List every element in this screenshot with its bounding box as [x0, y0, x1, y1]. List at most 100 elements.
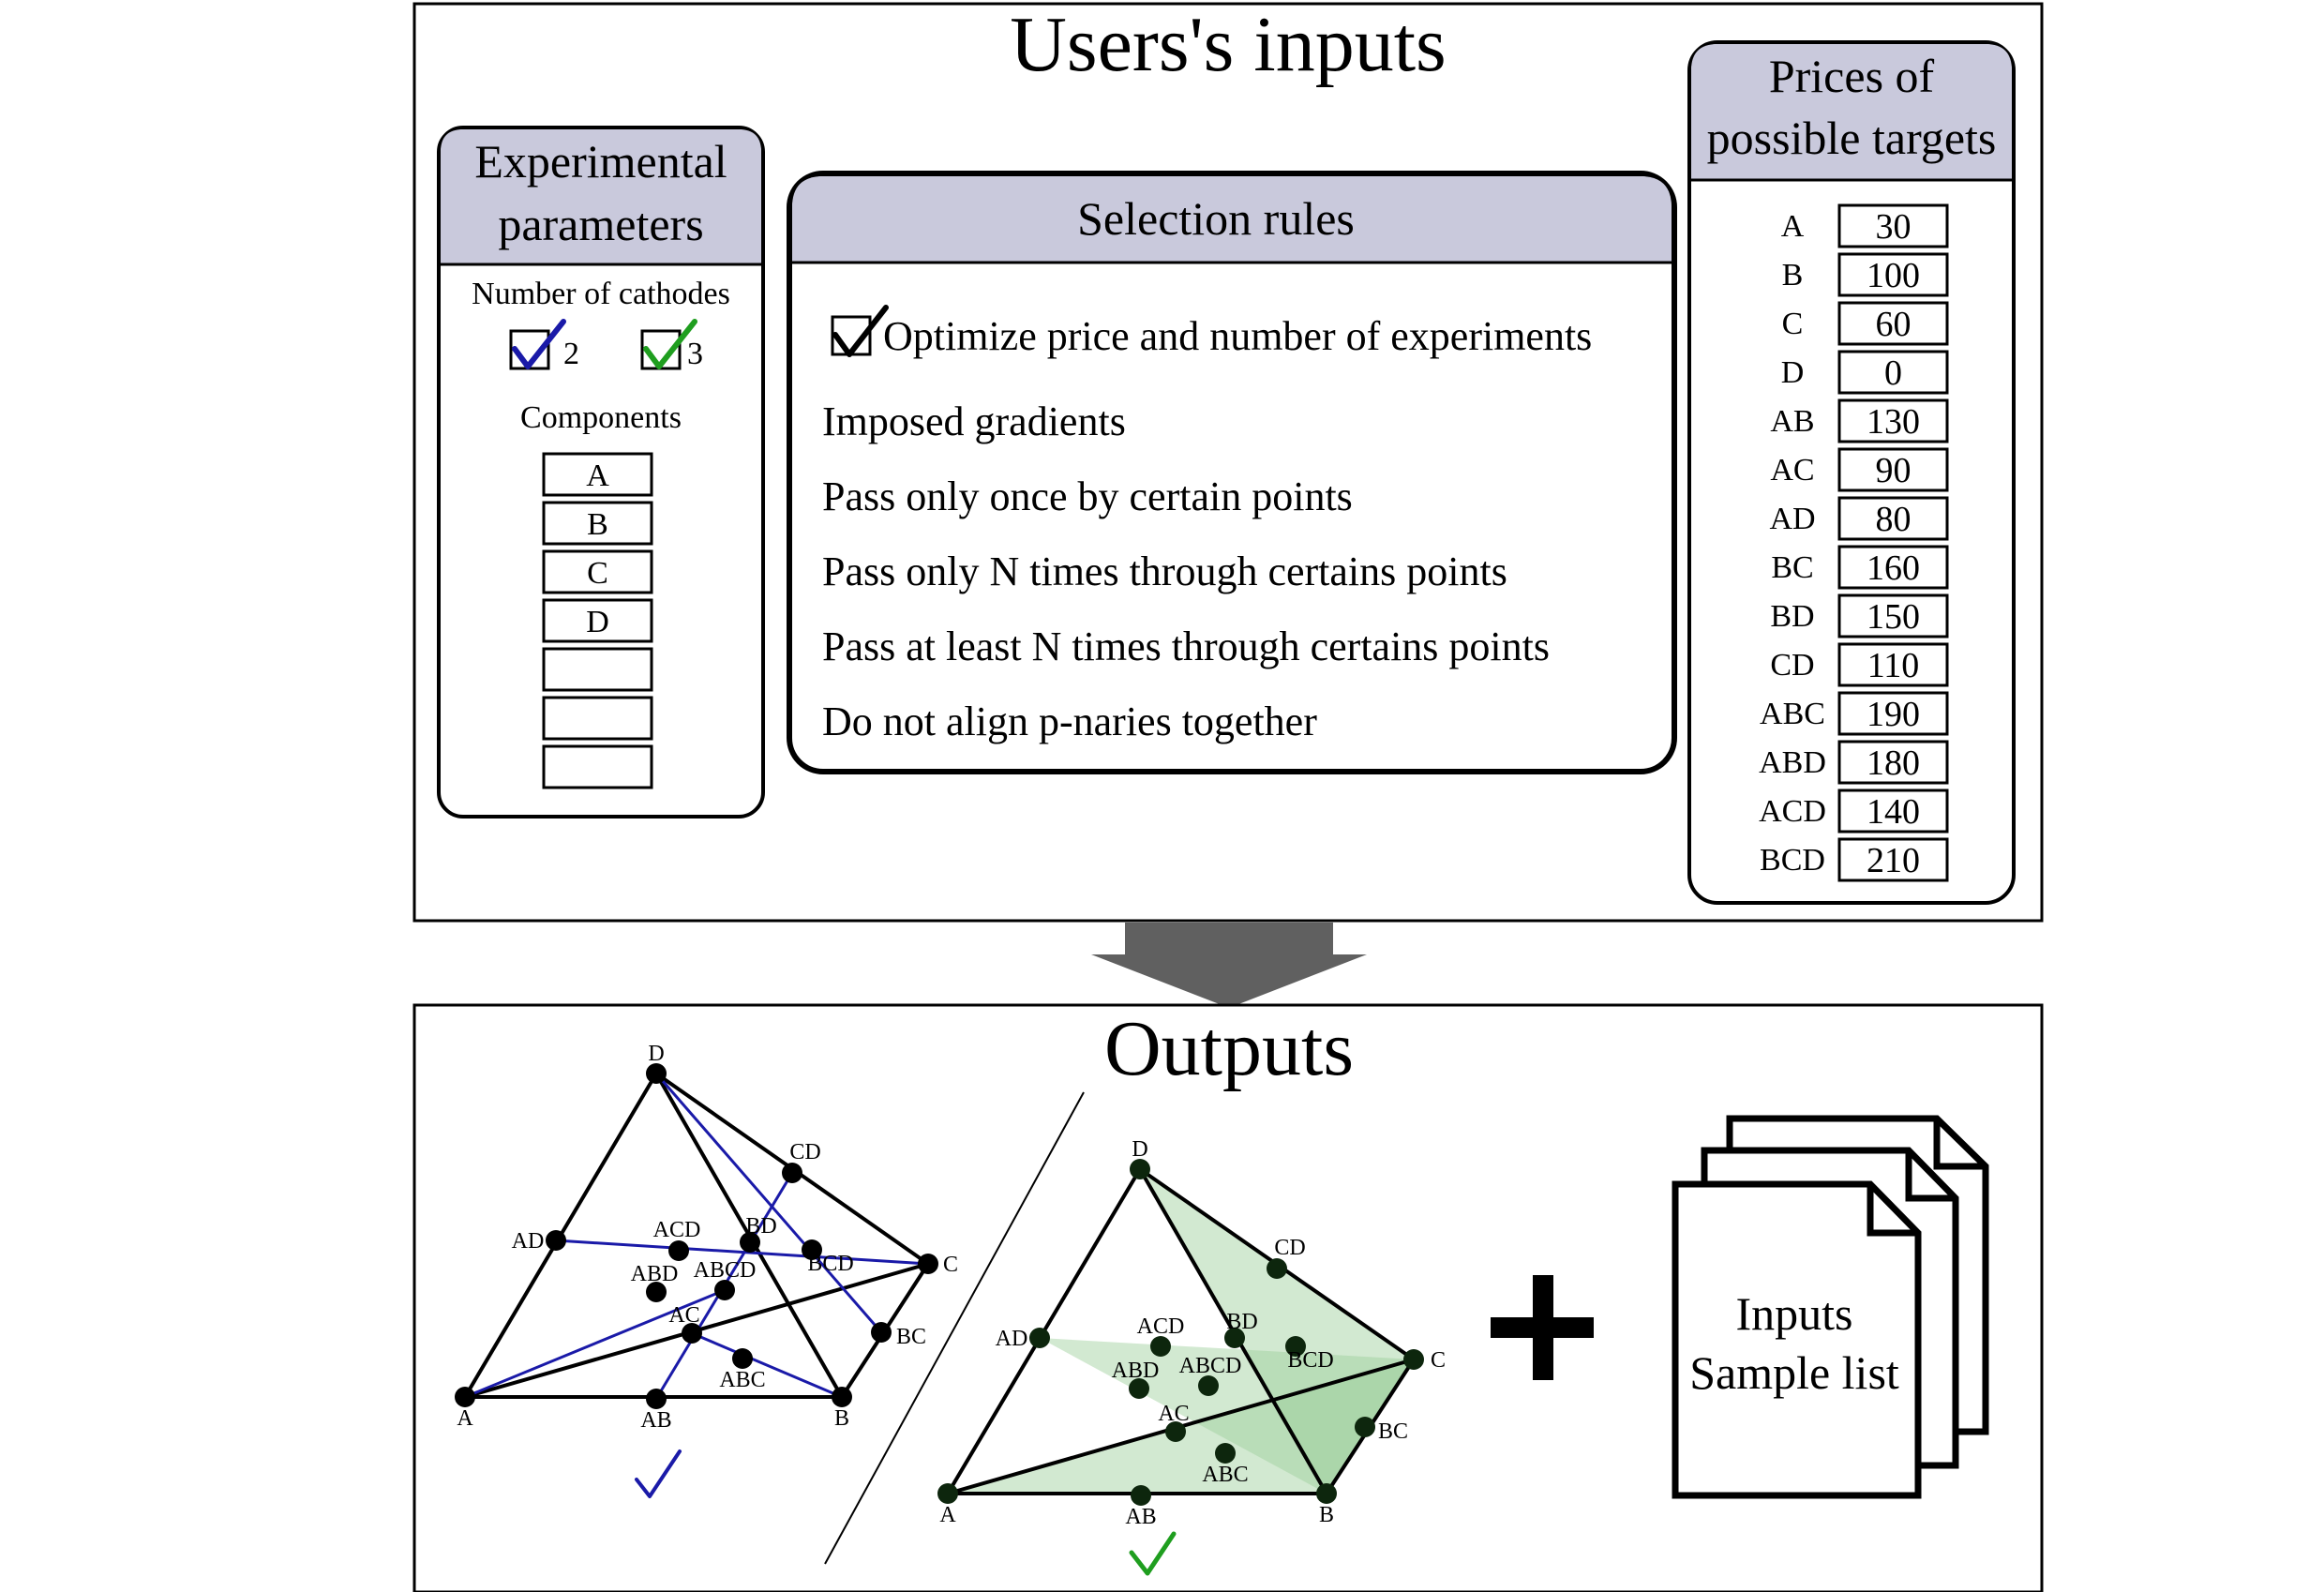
composition-point-abc: ABC	[719, 1348, 766, 1392]
price-field[interactable]	[1837, 593, 1949, 638]
point-marker	[1224, 1328, 1245, 1348]
composition-point-abcd: ABCD	[694, 1258, 757, 1300]
point-label: AD	[512, 1229, 545, 1254]
price-field[interactable]	[1837, 740, 1949, 785]
price-field[interactable]	[1837, 837, 1949, 882]
price-value: 80	[1876, 500, 1912, 539]
point-label: ABC	[1202, 1463, 1248, 1487]
price-field[interactable]	[1837, 350, 1949, 395]
composition-point-cd: CD	[782, 1140, 821, 1183]
inputs-panel: Users's inputs Experimental parameters N…	[412, 1, 2044, 923]
point-label: C	[943, 1253, 958, 1277]
point-label: AB	[640, 1408, 671, 1433]
point-marker	[714, 1280, 735, 1300]
cathodes-label: Number of cathodes	[472, 277, 730, 311]
component-slot[interactable]: D	[542, 598, 653, 643]
point-label: B	[1319, 1503, 1334, 1527]
composition-point-c: C	[1403, 1348, 1446, 1373]
composition-point-d: D	[646, 1042, 667, 1084]
outputs-title: Outputs	[1104, 1005, 1354, 1092]
cathode-option-3[interactable]: 3	[640, 319, 703, 371]
inputs-title: Users's inputs	[1010, 1, 1447, 88]
price-label: BC	[1771, 550, 1813, 585]
point-label: C	[1431, 1348, 1446, 1373]
component-field[interactable]	[542, 452, 653, 497]
price-value: 140	[1867, 792, 1920, 832]
component-field[interactable]	[542, 549, 653, 594]
composition-point-bd: BD	[740, 1214, 777, 1253]
point-marker	[682, 1323, 702, 1344]
black-check-icon	[832, 305, 889, 357]
price-field[interactable]	[1837, 691, 1949, 736]
component-field[interactable]	[542, 598, 653, 643]
document-front-fold	[1867, 1184, 1918, 1237]
component-slot[interactable]	[542, 744, 653, 789]
price-field[interactable]	[1837, 496, 1949, 541]
optimize-option[interactable]: Optimize price and number of experiments	[831, 305, 1592, 359]
point-marker	[1130, 1159, 1150, 1179]
component-slot[interactable]	[542, 647, 653, 692]
price-field[interactable]	[1837, 545, 1949, 590]
price-field[interactable]	[1837, 447, 1949, 492]
experimental-header-line-2: parameters	[498, 198, 703, 250]
price-value: 160	[1867, 548, 1920, 588]
price-row: BC 160	[1771, 545, 1949, 590]
price-label: BD	[1770, 599, 1814, 634]
point-marker	[1165, 1421, 1186, 1442]
price-field[interactable]	[1837, 642, 1949, 687]
component-field[interactable]	[542, 744, 653, 789]
price-field[interactable]	[1837, 788, 1949, 834]
point-marker	[1131, 1485, 1151, 1506]
component-slot[interactable]: C	[542, 549, 653, 594]
prices-header-line-1: Prices of	[1769, 50, 1935, 102]
composition-point-ab: AB	[1125, 1485, 1157, 1529]
price-field[interactable]	[1837, 203, 1949, 248]
component-label: A	[586, 458, 609, 493]
point-marker	[1215, 1443, 1236, 1464]
component-slot[interactable]	[542, 696, 653, 741]
cathode-option-2[interactable]: 2	[509, 319, 579, 371]
point-marker	[1316, 1483, 1337, 1504]
price-field[interactable]	[1837, 252, 1949, 297]
component-field[interactable]	[542, 647, 653, 692]
composition-point-a: A	[937, 1483, 958, 1527]
point-marker	[1267, 1258, 1287, 1279]
composition-point-d: D	[1130, 1137, 1150, 1179]
point-label: CD	[789, 1140, 820, 1164]
point-label: ABD	[1112, 1359, 1160, 1383]
point-marker	[740, 1232, 760, 1253]
point-label: D	[1132, 1137, 1147, 1162]
composition-point-b: B	[1316, 1483, 1337, 1527]
component-field[interactable]	[542, 501, 653, 546]
component-label: C	[587, 556, 608, 591]
documents-line-1: Inputs	[1736, 1287, 1853, 1340]
composition-point-b: B	[832, 1387, 852, 1431]
component-slot[interactable]: A	[542, 452, 653, 497]
component-field[interactable]	[542, 696, 653, 741]
point-label: BD	[745, 1214, 776, 1239]
point-label: ACD	[653, 1218, 701, 1242]
component-slot[interactable]: B	[542, 501, 653, 546]
price-label: A	[1781, 209, 1805, 244]
point-marker	[1129, 1378, 1149, 1399]
price-field[interactable]	[1837, 398, 1949, 443]
point-label: ABCD	[694, 1258, 757, 1283]
blue-check-icon	[512, 319, 566, 369]
point-marker	[646, 1389, 667, 1409]
blue-check-icon	[635, 1449, 682, 1498]
plus-vertical-bar	[1533, 1275, 1553, 1380]
price-field[interactable]	[1837, 301, 1949, 346]
point-marker	[1403, 1349, 1424, 1370]
point-label: CD	[1274, 1236, 1305, 1260]
cathode-3-label: 3	[687, 337, 703, 371]
